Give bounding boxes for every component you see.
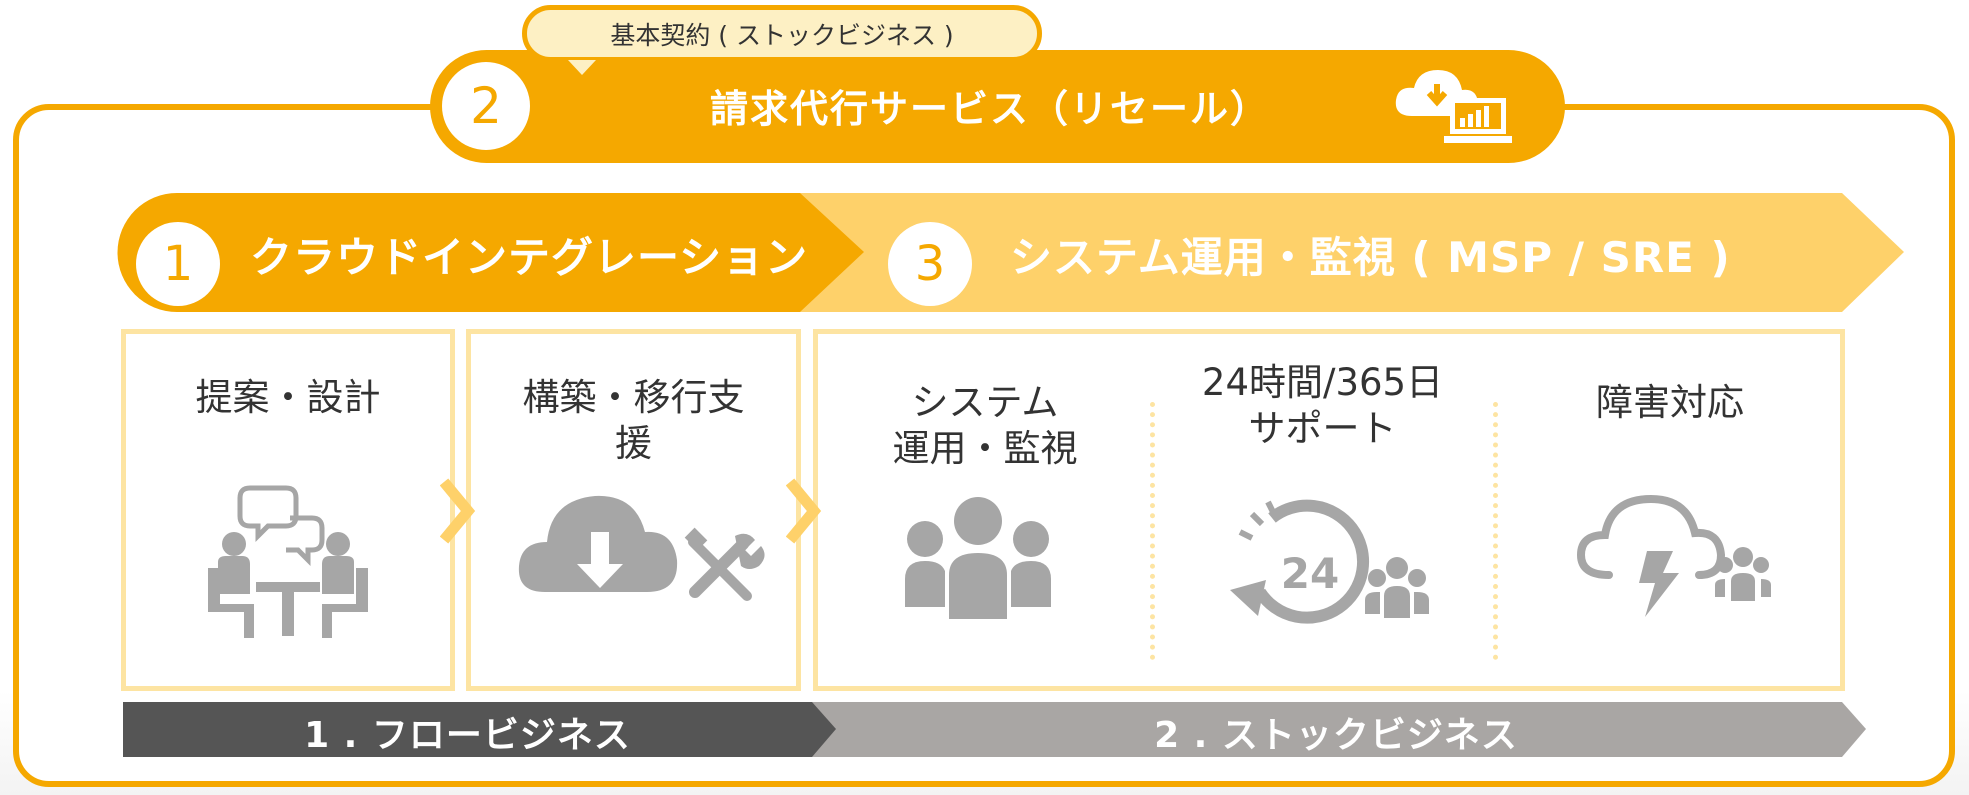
meeting-icon [208, 485, 368, 638]
chevron-right-icon [440, 478, 476, 544]
band-3-number: 3 [914, 236, 946, 292]
step-label-ops: システム 運用・監視 [830, 380, 1140, 472]
stock-business-bar [812, 702, 1866, 757]
step-label-build: 構築・移行支 援 [471, 375, 796, 467]
stock-business-label: 2 . ストックビジネス [1154, 715, 1518, 756]
band-1-number: 1 [162, 236, 194, 292]
header-number: 2 [470, 77, 502, 135]
contract-tag-label: 基本契約 ( ストックビジネス ) [610, 20, 954, 50]
step-label-build-line1: 構築・移行支 [522, 376, 745, 419]
band-3-number-circle: 3 [888, 222, 972, 306]
header-title: 請求代行サービス（リセール） [709, 87, 1270, 131]
divider-1 [1150, 402, 1155, 660]
support-24-badge: 24 [1281, 549, 1339, 598]
flow-business-bar [123, 702, 836, 757]
step-label-incident: 障害対応 [1596, 381, 1744, 424]
band-3-title: システム運用・監視 ( MSP / SRE ) [1010, 233, 1731, 282]
step-label-build-line2: 援 [615, 422, 652, 465]
chevron-right-icon [786, 478, 822, 544]
header-service-pill [430, 50, 1565, 163]
band-1-title: クラウドインテグレーション [250, 233, 809, 282]
step-label-support-line1: 24時間/365日 [1201, 361, 1444, 404]
band-1-arrow [117, 193, 865, 312]
storm-cloud-icon [1576, 494, 1771, 617]
contract-tag-pointer [568, 60, 596, 75]
header-number-circle: 2 [442, 62, 530, 150]
cloud-download-tools-icon [518, 495, 765, 601]
team-icon [905, 497, 1051, 619]
step-label-ops-line1: システム [911, 381, 1059, 424]
band-3-arrow [800, 193, 1904, 312]
band-1-number-circle: 1 [136, 222, 220, 306]
cloud-laptop-icon [1395, 70, 1512, 143]
step-label-support: 24時間/365日 サポート [1160, 360, 1485, 452]
step-label-proposal: 提案・設計 [195, 376, 381, 419]
divider-2 [1493, 402, 1498, 660]
24h-support-icon: 24 [1230, 499, 1429, 624]
flow-business-label: 1 . フロービジネス [304, 715, 631, 756]
step-label-ops-line2: 運用・監視 [892, 427, 1078, 470]
step-label-support-line2: サポート [1248, 407, 1397, 450]
contract-tag: 基本契約 ( ストックビジネス ) [522, 5, 1042, 62]
